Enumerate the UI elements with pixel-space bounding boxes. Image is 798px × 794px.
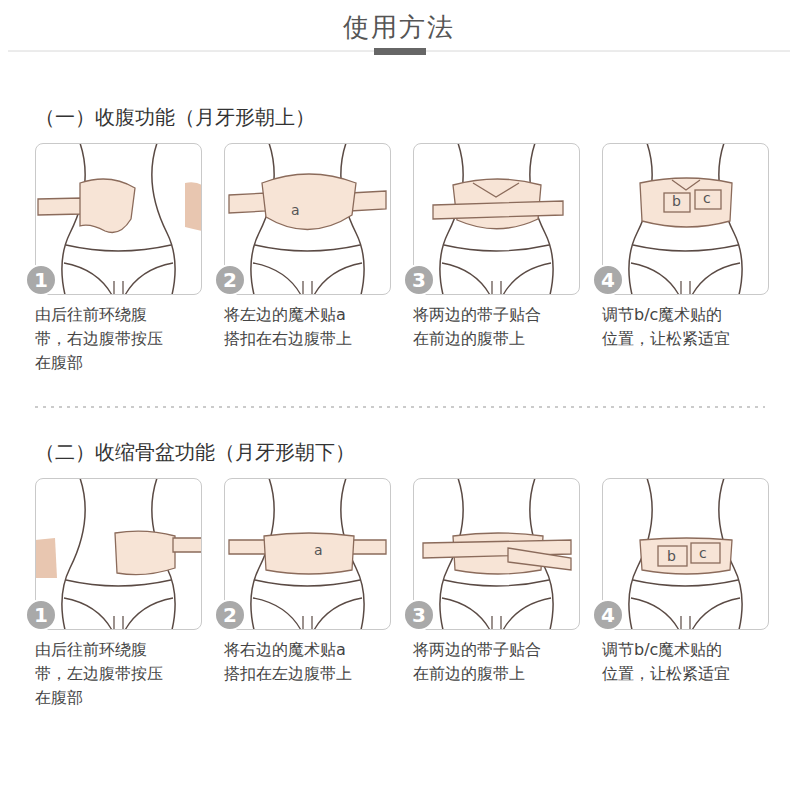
callout-number: 3 xyxy=(403,599,435,631)
step-number: 1 xyxy=(34,603,48,627)
callout-number: 4 xyxy=(592,599,624,631)
callout-number: 3 xyxy=(403,264,435,296)
callout-number: 2 xyxy=(214,264,246,296)
step-panel: 调节b/c魔术贴的位置，让松紧适宜4 xyxy=(602,143,769,295)
part-letter: a xyxy=(291,202,300,218)
step-caption: 调节b/c魔术贴的位置，让松紧适宜 xyxy=(602,303,734,351)
section-heading: （二）收缩骨盆功能（月牙形朝下） xyxy=(35,439,355,466)
page-title: 使用方法 xyxy=(0,10,798,45)
callout-number: 4 xyxy=(592,264,624,296)
section-heading: （一）收腹功能（月牙形朝上） xyxy=(35,104,315,131)
step-caption: 调节b/c魔术贴的位置，让松紧适宜 xyxy=(602,638,734,686)
callout-number: 2 xyxy=(214,599,246,631)
part-letter: a xyxy=(314,542,323,558)
step-caption: 将两边的带子贴合在前边的腹带上 xyxy=(413,303,545,351)
part-letter: b xyxy=(672,193,681,209)
step-number: 1 xyxy=(34,268,48,292)
step-number: 4 xyxy=(601,268,615,292)
step-caption: 由后往前环绕腹带，右边腹带按压在腹部 xyxy=(35,303,167,375)
step-number: 2 xyxy=(223,603,237,627)
callout-number: 1 xyxy=(25,599,57,631)
step-number: 3 xyxy=(412,268,426,292)
step-number: 4 xyxy=(601,603,615,627)
step-number: 2 xyxy=(223,268,237,292)
step-caption: 将右边的魔术贴a搭扣在左边腹带上 xyxy=(224,638,356,686)
step-caption: 由后往前环绕腹带，左边腹带按压在腹部 xyxy=(35,638,167,710)
step-number: 3 xyxy=(412,603,426,627)
step-panel: 由后往前环绕腹带，左边腹带按压在腹部1 xyxy=(35,478,202,630)
step-panel: 将两边的带子贴合在前边的腹带上3 xyxy=(413,478,580,630)
part-letter: c xyxy=(703,190,711,206)
step-panel: 将左边的魔术贴a搭扣在右边腹带上2 xyxy=(224,143,391,295)
callout-number: 1 xyxy=(25,264,57,296)
step-caption: 将两边的带子贴合在前边的腹带上 xyxy=(413,638,545,686)
part-letter: c xyxy=(699,545,707,561)
step-panel: 由后往前环绕腹带，右边腹带按压在腹部1 xyxy=(35,143,202,295)
step-panel: 将右边的魔术贴a搭扣在左边腹带上2 xyxy=(224,478,391,630)
step-panel: 将两边的带子贴合在前边的腹带上3 xyxy=(413,143,580,295)
step-caption: 将左边的魔术贴a搭扣在右边腹带上 xyxy=(224,303,356,351)
part-letter: b xyxy=(667,548,676,564)
step-panel: 调节b/c魔术贴的位置，让松紧适宜4 xyxy=(602,478,769,630)
